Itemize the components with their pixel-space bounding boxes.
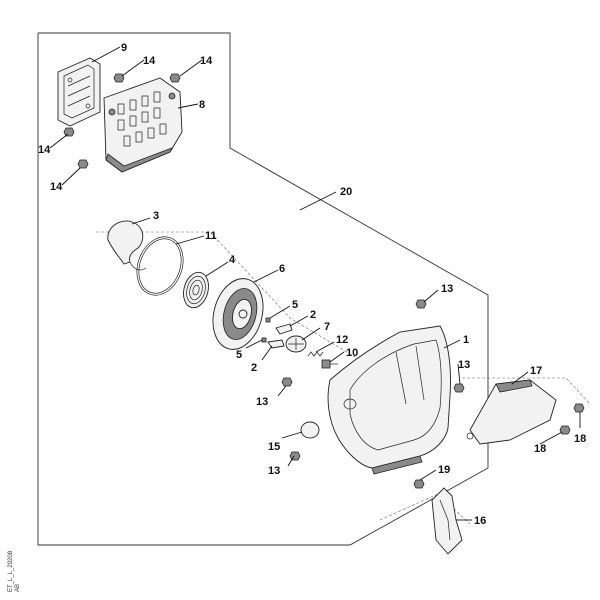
doc-ref-suffix: AB xyxy=(15,584,21,592)
label-9: 9 xyxy=(121,42,127,54)
label-2: 2 xyxy=(251,362,257,374)
label-2: 2 xyxy=(310,309,316,321)
guide-line-16 xyxy=(379,493,471,525)
label-17: 17 xyxy=(530,365,542,377)
part-17-shield xyxy=(466,379,557,445)
label-4: 4 xyxy=(229,254,236,266)
label-3: 3 xyxy=(153,210,159,222)
part-15-plug xyxy=(300,421,320,439)
part-16-lower-cover xyxy=(431,487,463,555)
label-5: 5 xyxy=(236,349,242,361)
label-5: 5 xyxy=(292,299,298,311)
label-13: 13 xyxy=(441,283,453,295)
part-19-screw xyxy=(413,479,425,489)
part-11-rope xyxy=(136,236,184,296)
part-5-pins xyxy=(261,317,271,343)
label-20: 20 xyxy=(340,186,352,198)
label-13: 13 xyxy=(458,359,470,371)
label-1: 1 xyxy=(463,334,469,346)
label-15: 15 xyxy=(268,441,280,453)
label-14: 14 xyxy=(200,55,213,67)
label-7: 7 xyxy=(324,321,330,333)
part-7-carrier xyxy=(285,335,307,353)
part-8-cover xyxy=(103,77,183,173)
part-9-gasket xyxy=(57,57,101,127)
guide-line-17 xyxy=(462,377,591,405)
part-labels: 9 14 14 8 14 14 20 3 11 4 6 5 2 7 12 10 … xyxy=(38,42,586,527)
label-11: 11 xyxy=(205,230,217,242)
label-14: 14 xyxy=(50,181,63,193)
label-8: 8 xyxy=(199,99,205,111)
part-4-spring xyxy=(183,271,209,309)
doc-ref-code: ET_L_L_29208 xyxy=(8,550,14,592)
part-1-housing xyxy=(327,325,451,475)
part-12-spring xyxy=(307,351,324,357)
label-14: 14 xyxy=(143,55,156,67)
label-14: 14 xyxy=(38,144,51,156)
label-18: 18 xyxy=(534,443,546,455)
label-12: 12 xyxy=(336,334,348,346)
part-6-rotor xyxy=(212,278,264,350)
label-13: 13 xyxy=(268,465,280,477)
label-10: 10 xyxy=(346,347,358,359)
part-14-screws xyxy=(63,73,181,169)
part-3-handle xyxy=(107,220,147,271)
label-13: 13 xyxy=(256,396,268,408)
part-18-screws xyxy=(559,403,585,435)
part-10-screw xyxy=(321,359,338,369)
part-13-screws xyxy=(281,299,465,461)
guide-line-starter xyxy=(96,231,361,361)
label-6: 6 xyxy=(279,263,285,275)
leader-lines xyxy=(49,46,581,521)
document-reference: ET_L_L_29208 AB xyxy=(8,550,21,592)
assembly-frame xyxy=(37,32,489,546)
label-18: 18 xyxy=(574,433,586,445)
label-19: 19 xyxy=(438,464,450,476)
label-16: 16 xyxy=(474,515,486,527)
